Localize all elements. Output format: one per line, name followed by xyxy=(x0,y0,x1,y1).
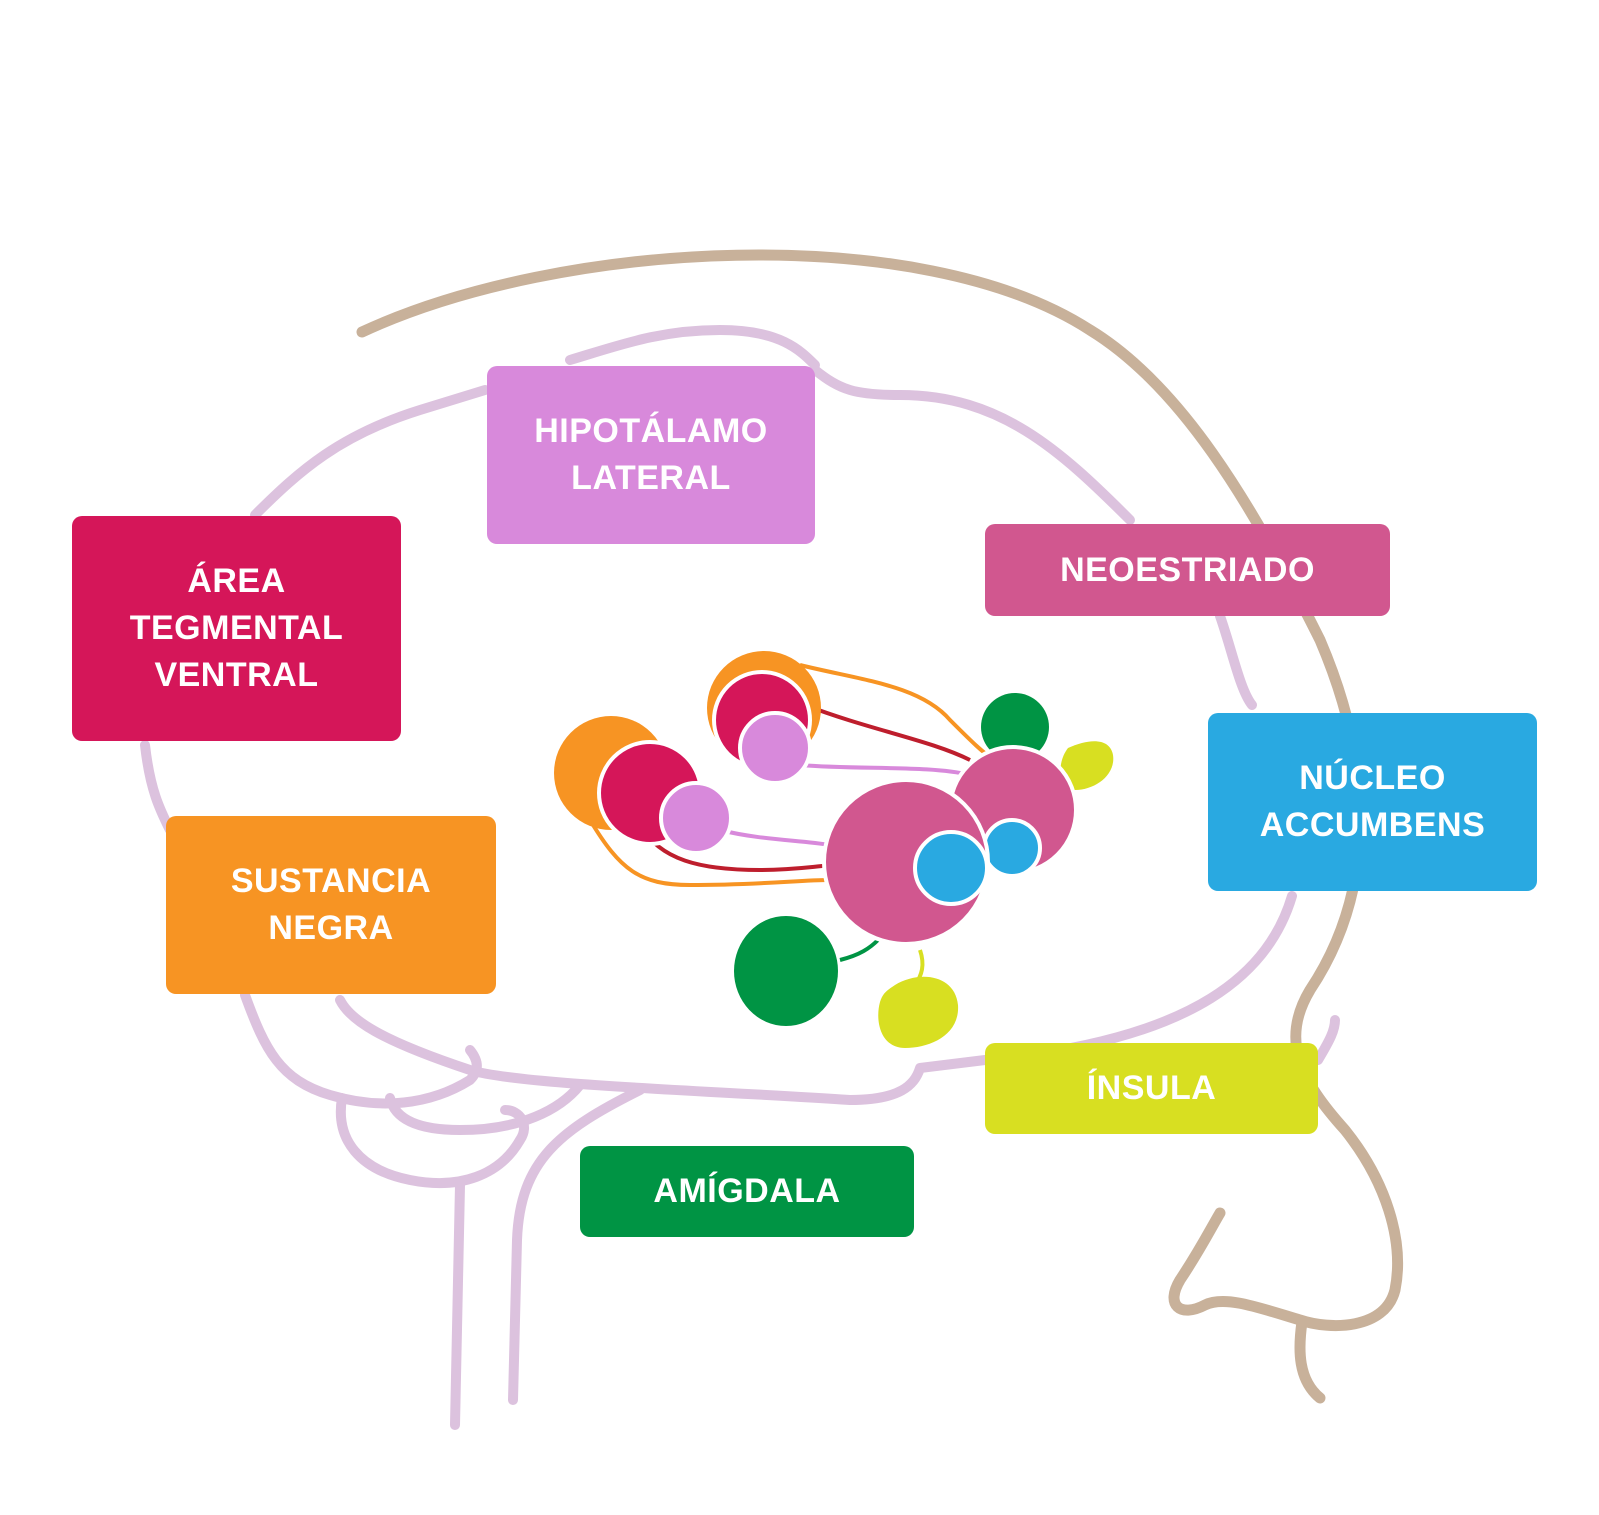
amigdala-node-lower xyxy=(734,916,838,1026)
connection-red-lower xyxy=(638,824,841,873)
hipotalamo-lateral-label: HIPOTÁLAMO LATERAL xyxy=(534,412,768,497)
connection-pink-lower xyxy=(719,828,831,847)
brainstem-outline xyxy=(450,1085,645,1430)
area-tegmental-ventral-label: ÁREA TEGMENTAL VENTRAL xyxy=(129,562,344,694)
nucleo-accumbens-node-large xyxy=(913,830,989,906)
nucleo-accumbens-node-small xyxy=(982,818,1042,878)
brain-outline xyxy=(140,385,1340,1109)
nucleo-accumbens-label: NÚCLEO ACCUMBENS xyxy=(1259,759,1486,844)
amigdala-node-upper xyxy=(981,693,1049,761)
hipotalamo-node-left xyxy=(659,781,733,855)
connection-red-upper xyxy=(804,703,971,762)
amigdala-label: AMÍGDALA xyxy=(653,1172,841,1210)
amigdala-label-box: AMÍGDALA xyxy=(580,1146,914,1237)
neck-outline xyxy=(1294,1316,1326,1404)
insula-label-box: ÍNSULA xyxy=(985,1043,1318,1134)
neoestriado-label: NEOESTRIADO xyxy=(1060,550,1315,589)
connection-pink-upper xyxy=(799,763,971,777)
hipotalamo-lateral-label-box: HIPOTÁLAMO LATERAL xyxy=(487,366,815,544)
sustancia-negra-label-box: SUSTANCIA NEGRA xyxy=(166,816,496,994)
connection-orange-upper xyxy=(799,663,996,762)
insula-node-lower xyxy=(878,976,959,1048)
sustancia-negra-label: SUSTANCIA NEGRA xyxy=(230,862,432,947)
connection-green-lower xyxy=(839,938,880,962)
insula-label: ÍNSULA xyxy=(1086,1069,1217,1107)
connection-orange-lower xyxy=(588,818,831,888)
nucleo-accumbens-label-box: NÚCLEO ACCUMBENS xyxy=(1208,713,1537,891)
neoestriado-label-box: NEOESTRIADO xyxy=(985,524,1390,616)
area-tegmental-ventral-label-box: ÁREA TEGMENTAL VENTRAL xyxy=(72,516,401,741)
insula-node-upper xyxy=(1060,741,1114,790)
brain-top-outline xyxy=(565,325,1257,710)
head-outline xyxy=(356,249,1403,1332)
hipotalamo-node-upper xyxy=(738,711,812,785)
